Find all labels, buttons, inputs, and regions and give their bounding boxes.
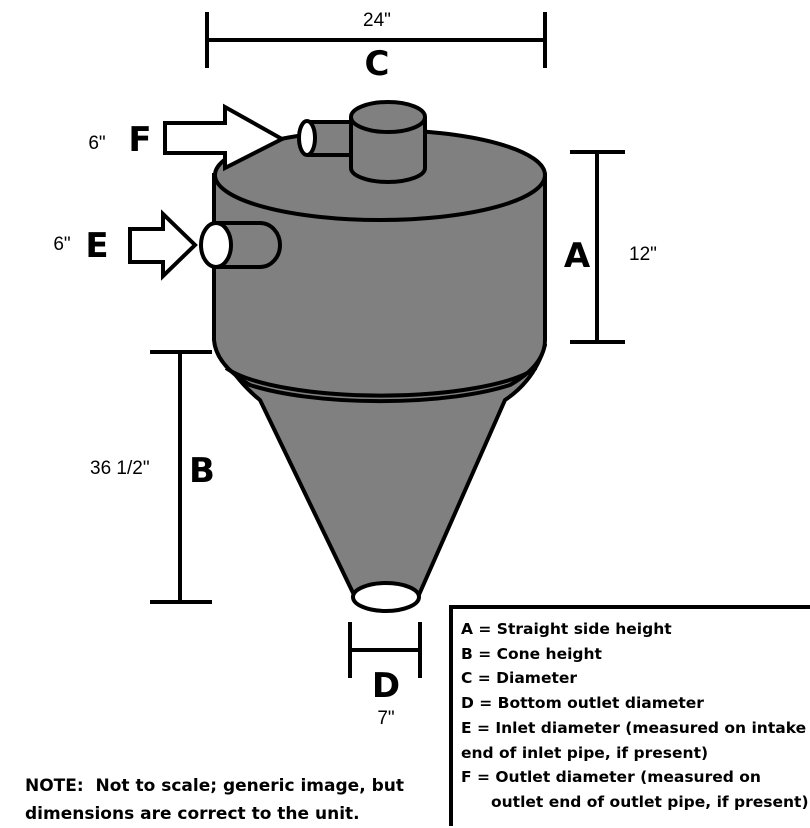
- note: NOTE: Not to scale; generic image, but d…: [25, 772, 404, 828]
- dimension-d: [348, 622, 422, 678]
- outlet-opening: [297, 119, 317, 157]
- dim-a-value: 12": [629, 244, 657, 265]
- legend-item-b: B = Cone height: [461, 644, 602, 663]
- dim-d-letter: D: [372, 666, 400, 706]
- inlet-opening: [199, 221, 233, 269]
- outlet-riser-top: [349, 100, 427, 134]
- dim-e-letter: E: [85, 226, 108, 266]
- dim-c-value: 24": [363, 10, 391, 31]
- arrow-e-icon: [128, 209, 198, 281]
- dim-c-letter: C: [365, 44, 390, 84]
- legend-item-f: F = Outlet diameter (measured on: [461, 768, 761, 787]
- legend-item-a: A = Straight side height: [461, 620, 672, 638]
- dim-b-letter: B: [189, 451, 215, 491]
- note-line-2: dimensions are correct to the unit.: [25, 804, 360, 824]
- legend-item-e-cont: end of inlet pipe, if present): [461, 743, 709, 762]
- dim-d-value: 7": [377, 708, 394, 729]
- legend-box: A = Straight side height B = Cone height…: [449, 605, 810, 826]
- dimension-b: [150, 350, 212, 604]
- note-line-1: NOTE: Not to scale; generic image, but: [25, 776, 404, 796]
- dim-f-letter: F: [128, 120, 151, 160]
- dimension-c: [205, 12, 547, 68]
- legend-item-e: E = Inlet diameter (measured on intake: [461, 718, 807, 737]
- legend-item-c: C = Diameter: [461, 669, 578, 688]
- outlet-riser: [349, 117, 427, 184]
- dim-e-value: 6": [53, 234, 70, 255]
- dim-f-value: 6": [88, 133, 105, 154]
- legend-item-d: D = Bottom outlet diameter: [461, 694, 704, 713]
- dim-b-value: 36 1/2": [90, 458, 150, 479]
- bottom-outlet-opening: [351, 581, 421, 613]
- legend-item-f-cont: outlet end of outlet pipe, if present): [491, 792, 809, 811]
- inlet-pipe: [215, 221, 282, 269]
- cylinder-cone-seam: [224, 366, 538, 398]
- dim-a-letter: A: [564, 236, 591, 276]
- dimension-a: [570, 150, 625, 344]
- arrow-f-icon: [163, 103, 287, 172]
